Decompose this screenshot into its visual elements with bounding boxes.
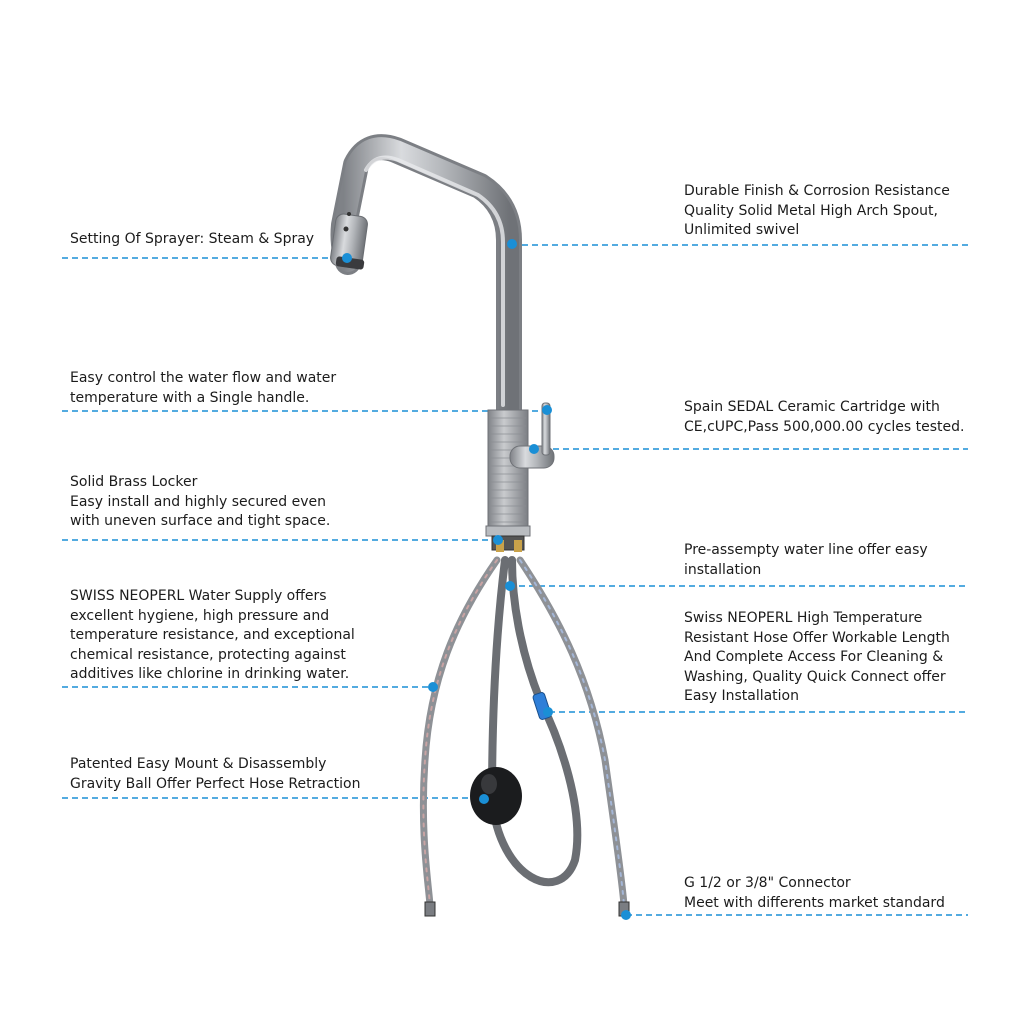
callout-water-supply-line: excellent hygiene, high pressure and — [70, 607, 330, 624]
spout — [330, 134, 522, 425]
callout-water-supply-line: chemical resistance, protecting against — [70, 646, 346, 663]
callout-hose: Swiss NEOPERL High Temperature Resistant… — [684, 609, 950, 707]
callout-cartridge-line: Spain SEDAL Ceramic Cartridge with — [684, 399, 940, 415]
callout-water-supply-line: additives like chlorine in drinking wate… — [70, 666, 350, 682]
callout-hose-line: Swiss NEOPERL High Temperature — [684, 610, 923, 626]
callout-locker-line: Easy install and highly secured even — [70, 493, 327, 510]
callout-gravity-ball-line: Gravity Ball Offer Perfect Hose Retracti… — [70, 775, 361, 792]
dot-connector — [621, 910, 631, 920]
left-connector — [424, 901, 436, 917]
callout-cartridge-line: CE,cUPC,Pass 500,000.00 cycles tested. — [684, 418, 965, 435]
callout-connector: G 1/2 or 3/8" Connector Meet with differ… — [684, 874, 945, 913]
callout-hose-line: Washing, Quality Quick Connect offer — [684, 668, 946, 685]
callout-locker: Solid Brass Locker Easy install and high… — [70, 473, 330, 532]
dot-water-supply — [428, 682, 438, 692]
callout-dots — [342, 239, 631, 920]
callout-connector-line: G 1/2 or 3/8" Connector — [684, 875, 851, 891]
callout-water-supply: SWISS NEOPERL Water Supply offers excell… — [70, 587, 355, 685]
dot-spout — [507, 239, 517, 249]
callout-handle-line: temperature with a Single handle. — [70, 389, 310, 406]
callout-cartridge: Spain SEDAL Ceramic Cartridge with CE,cU… — [684, 398, 965, 437]
dot-cartridge — [529, 444, 539, 454]
single-handle — [509, 402, 555, 469]
hoses — [419, 556, 628, 909]
right-supply-hose — [516, 556, 628, 909]
callout-hose-line: Resistant Hose Offer Workable Length — [684, 629, 950, 646]
callout-spout-line: Unlimited swivel — [684, 222, 800, 238]
callout-connector-line: Meet with differents market standard — [684, 894, 945, 911]
callout-gravity-ball: Patented Easy Mount & Disassembly Gravit… — [70, 755, 360, 794]
dot-sprayer — [342, 253, 352, 263]
callout-lines — [62, 244, 968, 916]
callout-hose-line: And Complete Access For Cleaning & — [684, 649, 944, 665]
callout-spout-line: Durable Finish & Corrosion Resistance — [684, 183, 950, 199]
dot-gravity-ball — [479, 794, 489, 804]
callout-spout: Durable Finish & Corrosion Resistance Qu… — [684, 182, 950, 241]
dot-locker — [493, 535, 503, 545]
callout-sprayer-line: Setting Of Sprayer: Steam & Spray — [70, 231, 315, 247]
callout-sprayer: Setting Of Sprayer: Steam & Spray — [70, 230, 314, 250]
callout-water-supply-line: SWISS NEOPERL Water Supply offers — [70, 588, 327, 604]
dot-water-line — [505, 581, 515, 591]
callout-water-line-line: Pre-assempty water line offer easy — [684, 542, 928, 558]
gravity-ball — [470, 767, 522, 825]
callout-handle: Easy control the water flow and water te… — [70, 369, 336, 408]
callout-handle-line: Easy control the water flow and water — [70, 370, 337, 386]
callout-locker-line: Solid Brass Locker — [70, 474, 198, 490]
dot-handle — [542, 405, 552, 415]
callout-hose-line: Easy Installation — [684, 688, 799, 704]
faucet-body — [485, 409, 531, 552]
sprayer-head — [330, 212, 368, 270]
callout-water-line-line: installation — [684, 561, 762, 578]
callout-gravity-ball-line: Patented Easy Mount & Disassembly — [70, 756, 327, 772]
pullout-hose — [487, 556, 582, 887]
callout-spout-line: Quality Solid Metal High Arch Spout, — [684, 202, 938, 219]
dot-hose — [543, 707, 553, 717]
callout-locker-line: with uneven surface and tight space. — [70, 513, 331, 529]
callout-water-supply-line: temperature resistance, and exceptional — [70, 627, 355, 643]
callout-water-line: Pre-assempty water line offer easy insta… — [684, 541, 928, 580]
left-supply-hose — [419, 556, 501, 909]
